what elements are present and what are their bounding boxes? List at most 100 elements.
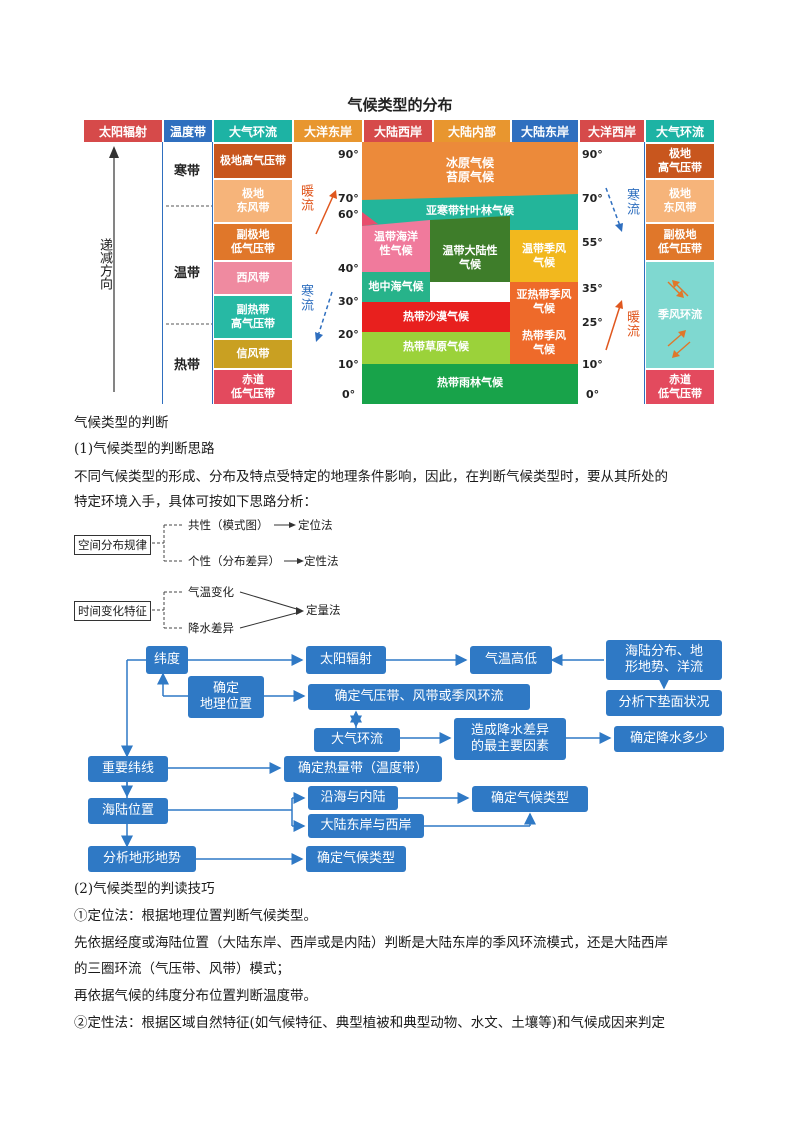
flow-latitude: 纬度 [146,646,188,674]
lat-left-70: 70° [338,192,359,205]
zone-temperate: 温带 [174,266,201,281]
mindmap-spatial-lines [152,522,304,564]
solar-column [84,142,163,404]
header-circulation-right: 大气环流 [646,120,714,142]
cold-arrow-right [605,187,623,232]
flow-underlying-surface: 分析下垫面状况 [606,690,722,716]
cold-current-right: 寒流 [624,188,639,216]
warm-current-right: 暖流 [624,310,639,338]
paragraph-4: 再依据气候的纬度分布位置判断温度带。 [74,988,317,1004]
cold-current-left: 寒流 [298,284,313,312]
mindmap-individuality: 个性（分布差异） [188,554,280,568]
climate-subtropical-monsoon: 亚热带季风 气候 [516,288,572,315]
heading-climate-judgement: 气候类型的判断 [74,415,169,431]
climate-temperate-marine: 温带海洋 性气候 [374,230,418,257]
belt-polar-easterly-left: 极地 东风带 [214,180,292,222]
lat-right-10: 10° [582,358,603,371]
lat-left-10: 10° [338,358,359,371]
paragraph-1a: 不同气候类型的形成、分布及特点受特定的地理条件影响，因此，在判断气候类型时，要从… [74,469,668,485]
temp-zone-column [164,142,213,404]
header-circulation-left: 大气环流 [214,120,292,142]
paragraph-5: ②定性法：根据区域自然特征(如气候特征、典型植被和典型动物、水文、土壤等)和气候… [74,1015,666,1031]
mindmap-qualitative-method: 定性法 [304,554,339,568]
decrease-arrow [109,146,119,392]
climate-savanna: 热带草原气候 [403,340,469,353]
flow-precip-amount: 确定降水多少 [614,726,724,752]
header-continent-interior: 大陆内部 [434,120,510,142]
flow-pressure-wind-belts: 确定气压带、风带或季风环流 [308,684,530,710]
mindmap-temporal-lines [152,591,304,629]
lat-left-0: 0° [342,388,356,401]
mindmap-locating-method: 定位法 [298,518,333,532]
lat-left-90: 90° [338,148,359,161]
warm-arrow-left [315,190,337,235]
heading-judgement-idea: (1)气候类型的判断思路 [74,441,215,457]
belt-equatorial-low-right: 赤道 低气压带 [646,370,714,404]
climate-tropical-desert: 热带沙漠气候 [403,310,469,323]
ocean-west-column [578,142,645,404]
flow-east-west-coast: 大陆东岸与西岸 [308,814,424,838]
lat-right-55: 55° [582,236,603,249]
climate-temperate-monsoon: 温带季风 气候 [522,242,566,269]
flow-sea-land-position: 海陆位置 [88,798,168,824]
flow-key-latitudes: 重要纬线 [88,756,168,782]
climate-ice-tundra: 冰原气候 苔原气候 [445,156,494,184]
climate-rainforest: 热带雨林气候 [437,376,503,389]
climate-distribution-chart: 气候类型的分布 太阳辐射 温度带 大气环流 大洋东岸 大陆西岸 大陆内部 大陆东… [84,88,716,406]
belt-subpolar-low-right: 副极地 低气压带 [646,224,714,260]
flow-precip-factor: 造成降水差异 的最主要因素 [454,718,566,760]
belt-trade-wind-left: 信风带 [214,340,292,368]
climate-temperate-continental: 温带大陆性 气候 [442,244,498,271]
header-ocean-west: 大洋西岸 [580,120,644,142]
climate-taiga: 亚寒带针叶林气候 [426,204,514,217]
mindmap-quantitative-method: 定量法 [306,603,341,617]
header-continent-west: 大陆西岸 [364,120,432,142]
belt-polar-easterly-right: 极地 东风带 [646,180,714,222]
flow-land-sea-terrain: 海陆分布、地 形地势、洋流 [606,640,722,680]
decrease-direction-label: 递减方向 [97,238,112,290]
zone-dividers [166,205,212,325]
belt-polar-high-left: 极地高气压带 [214,144,292,178]
flow-temperature: 气温高低 [470,646,552,674]
header-temp-zone: 温度带 [164,120,212,142]
warm-arrow-right [605,300,623,351]
mindmap-precip-difference: 降水差异 [188,621,234,635]
paragraph-2: ①定位法：根据地理位置判断气候类型。 [74,908,317,924]
mindmap-commonality: 共性（模式图） [188,518,269,532]
lat-right-25: 25° [582,316,603,329]
mindmap-temp-change: 气温变化 [188,585,234,599]
flowchart-connectors [121,654,670,865]
zone-cold: 寒带 [174,164,201,179]
flow-terrain: 分析地形地势 [88,846,196,872]
lat-right-70: 70° [582,192,603,205]
flow-climate-type-1: 确定气候类型 [472,786,588,812]
paragraph-3b: 的三圈环流（气压带、风带）模式； [74,961,290,977]
lat-left-40: 40° [338,262,359,275]
climate-tropical-monsoon: 热带季风 气候 [522,329,566,356]
belt-subpolar-low-left: 副极地 低气压带 [214,224,292,260]
mindmap-temporal-root: 时间变化特征 [74,601,151,621]
flow-temperature-zone: 确定热量带（温度带） [284,756,442,782]
flow-solar-radiation: 太阳辐射 [306,646,386,674]
belt-westerly-left: 西风带 [214,262,292,294]
flow-locate-position: 确定 地理位置 [188,676,264,718]
lat-left-30: 30° [338,295,359,308]
zone-tropical: 热带 [174,358,201,373]
belt-equatorial-low-left: 赤道 低气压带 [214,370,292,404]
monsoon-arrows [667,280,691,358]
climate-mediterranean: 地中海气候 [368,280,424,293]
lat-right-35: 35° [582,282,603,295]
lat-right-0: 0° [586,388,600,401]
mindmap-spatial-root: 空间分布规律 [74,535,151,555]
header-solar: 太阳辐射 [84,120,162,142]
flow-atmospheric-circulation: 大气环流 [314,728,400,752]
flow-coast-inland: 沿海与内陆 [308,786,398,810]
paragraph-3a: 先依据经度或海陆位置（大陆东岸、西岸或是内陆）判断是大陆东岸的季风环流模式，还是… [74,935,668,951]
lat-right-90: 90° [582,148,603,161]
header-ocean-east: 大洋东岸 [294,120,362,142]
belt-polar-high-right: 极地 高气压带 [646,144,714,178]
climate-blocks [362,142,578,404]
paragraph-1b: 特定环境入手，具体可按如下思路分析： [74,494,317,510]
lat-left-20: 20° [338,328,359,341]
warm-current-left: 暖流 [298,184,313,212]
